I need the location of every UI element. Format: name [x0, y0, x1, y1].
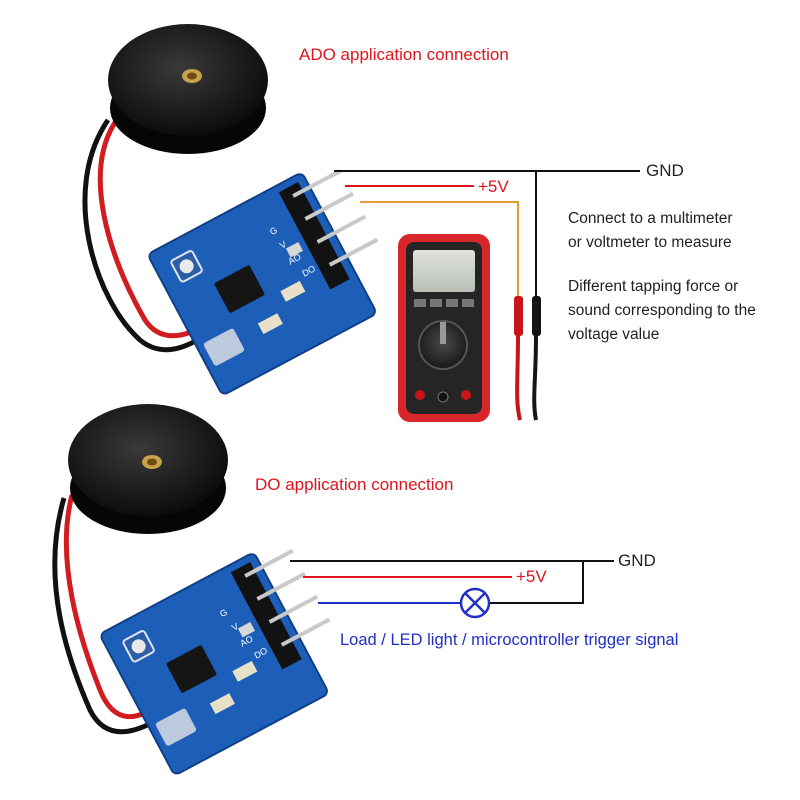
bottom-gnd-label: GND	[618, 551, 656, 570]
bottom-load-label: Load / LED light / microcontroller trigg…	[340, 631, 679, 649]
piezo-disc-icon	[68, 404, 228, 534]
top-gnd-label: GND	[646, 161, 684, 180]
lamp-icon	[459, 587, 491, 619]
note-line: voltage value	[568, 326, 660, 343]
multimeter-probes	[514, 296, 541, 421]
bottom-wiring	[290, 560, 614, 604]
sensor-board-icon	[100, 548, 331, 775]
top-note-voltage: Different tapping force or sound corresp…	[568, 275, 756, 347]
top-note-measure: Connect to a multimeter or voltmeter to …	[568, 207, 733, 255]
bottom-vcc-label: +5V	[516, 567, 547, 586]
note-line: or voltmeter to measure	[568, 234, 732, 251]
multimeter-icon	[398, 234, 490, 422]
sensor-board-icon	[148, 168, 379, 395]
piezo-disc-icon	[108, 24, 268, 154]
top-wiring	[334, 170, 640, 298]
top-title: ADO application connection	[299, 45, 509, 64]
note-line: sound corresponding to the	[568, 302, 756, 319]
note-line: Different tapping force or	[568, 278, 739, 295]
top-vcc-label: +5V	[478, 177, 509, 196]
note-line: Connect to a multimeter	[568, 210, 733, 227]
bottom-title: DO application connection	[255, 475, 454, 494]
